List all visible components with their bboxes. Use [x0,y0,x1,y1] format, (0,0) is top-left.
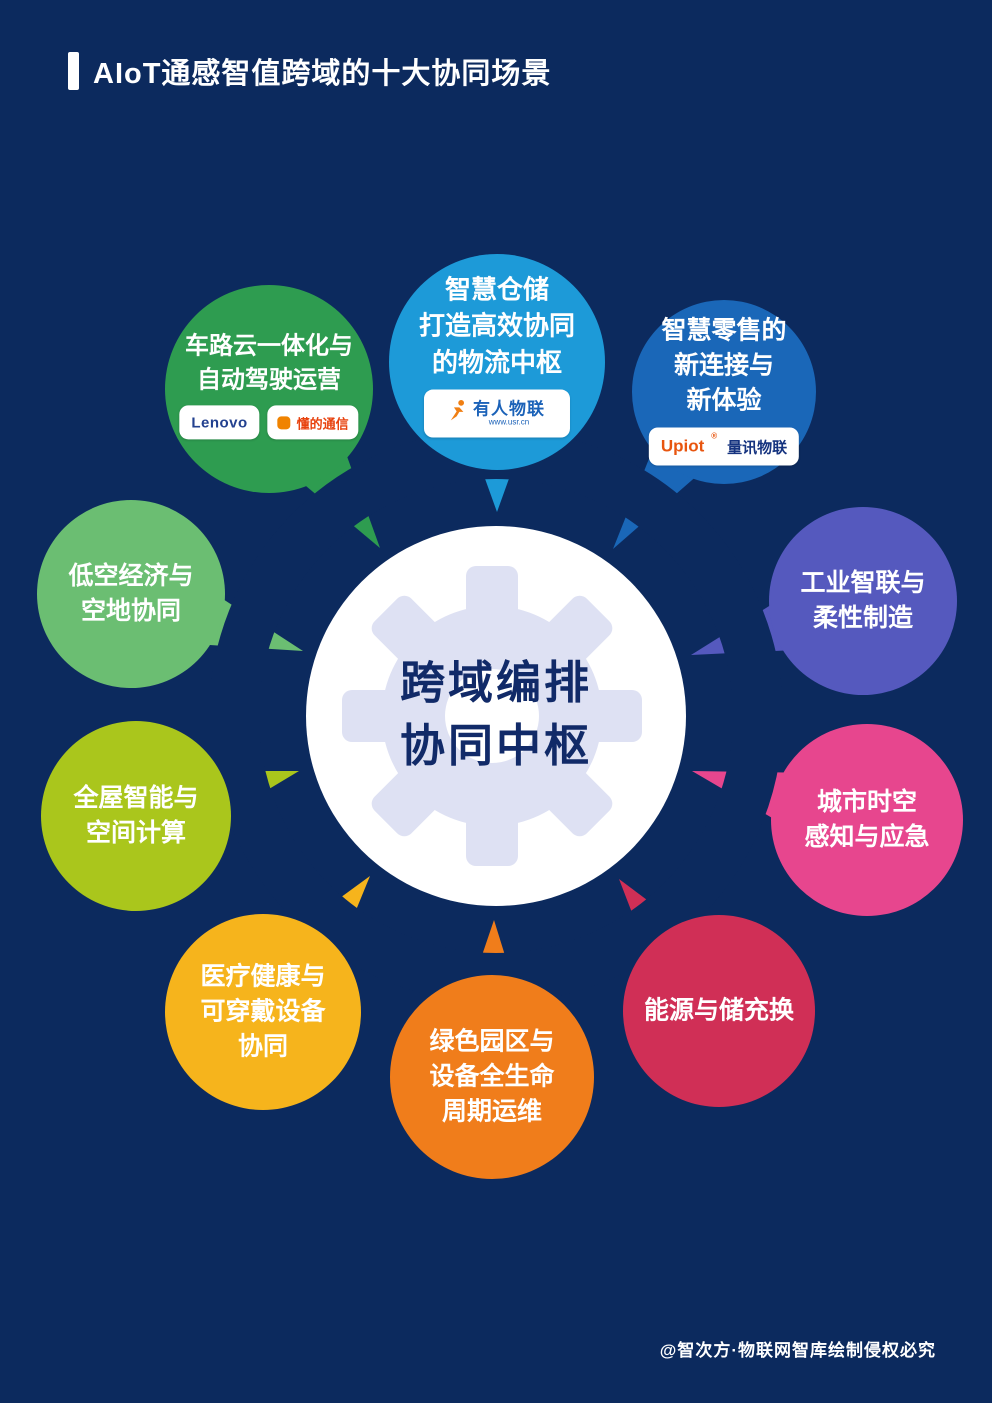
petal-text-line: 医疗健康与 [200,962,326,991]
partner-logos: Lenovo 懂的通信 [179,405,359,440]
petal-text-line: 感知与应急 [804,823,930,851]
petal-label-smart-warehouse: 智慧仓储 打造高效协同 的物流中枢 有人物联 www.usr.cn [419,273,575,438]
petal-label-energy: 能源与储充换 [644,995,794,1028]
page-title: AIoT通感智值跨域的十大协同场景 [93,58,552,90]
petal-bubble-vehicle-road-cloud [165,285,373,493]
petal-label-smart-home: 全屋智能与 空间计算 [73,782,198,850]
petal-text-line: 全屋智能与 [73,784,199,812]
petal-bubble-low-altitude [37,500,225,688]
gear-icon [342,566,642,866]
petal-text-line: 打造高效协同 [418,310,576,341]
hub-title: 跨域编排 协同中枢 [400,651,592,777]
petal-label-green-park: 绿色园区与 设备全生命 周期运维 [429,1026,554,1129]
petal-text-line: 车路云一体化与 [184,332,353,360]
petal-text-line: 新连接与 [673,351,775,380]
petal-text-line: 设备全生命 [429,1062,555,1091]
petal-text-line: 低空经济与 [68,562,194,590]
petal-text-line: 空间计算 [85,819,187,847]
petal-text-line: 可穿戴设备 [200,997,326,1026]
petal-text-line: 空地协同 [80,597,182,625]
petal-bubble-energy [623,915,815,1107]
petal-bubble-city [771,724,963,916]
petal-label-industrial: 工业智联与 柔性制造 [800,567,925,635]
petal-label-city: 城市时空 感知与应急 [804,786,929,854]
petal-label-low-altitude: 低空经济与 空地协同 [68,560,193,628]
petal-text-line: 自动驾驶运营 [196,366,341,393]
header: AIoT通感智值跨域的十大协同场景 [68,50,551,92]
petal-text-line: 工业智联与 [800,569,926,597]
lenovo-wordmark: Lenovo [191,414,248,432]
registered-mark: ® [711,431,718,441]
petal-text-line: 周期运维 [441,1097,543,1126]
petal-text-line: 智慧零售的 [661,316,787,345]
petal-text-line: 柔性制造 [812,604,914,632]
petal-text-line: 绿色园区与 [429,1027,555,1056]
hub-title-line: 协同中枢 [399,720,593,771]
petal-label-vehicle-road-cloud: 车路云一体化与 自动驾驶运营 Lenovo 懂的通信 [179,330,359,440]
petal-bubble-smart-home [41,721,231,911]
usr-logo-text: 有人物联 [472,399,545,419]
upiot-brand: Upiot [660,436,705,456]
dongde-logo: 懂的通信 [267,405,359,440]
usr-logo-url: www.usr.cn [488,417,530,427]
upiot-name: 量讯物联 [727,439,788,456]
petal-label-healthcare: 医疗健康与 可穿戴设备 协同 [200,961,325,1064]
petal-text-line: 协同 [237,1032,289,1061]
petal-text-line: 的物流中枢 [431,347,563,378]
petal-text-line: 智慧仓储 [444,274,550,305]
petal-text-line: 城市时空 [816,788,918,816]
dongde-wordmark: 懂的通信 [296,416,349,432]
hub-title-line: 跨域编排 [399,657,593,708]
petal-label-smart-retail: 智慧零售的 新连接与 新体验 Upiot ® 量讯物联 [648,315,800,466]
petal-bubble-industrial [769,507,957,695]
petal-bubble-healthcare [165,914,361,1110]
upiot-logo: Upiot ® 量讯物联 [648,427,800,466]
usr-iot-logo: 有人物联 www.usr.cn [423,389,570,438]
lenovo-logo: Lenovo [179,405,260,440]
title-accent-bar [68,52,79,90]
credit-text: @智次方·物联网智库绘制侵权必究 [659,1341,936,1360]
runner-icon [449,399,467,428]
petal-bubble-green-park [390,975,594,1179]
petal-text-line: 能源与储充换 [643,996,795,1025]
petal-text-line: 新体验 [686,386,762,415]
dongde-icon [277,416,291,430]
